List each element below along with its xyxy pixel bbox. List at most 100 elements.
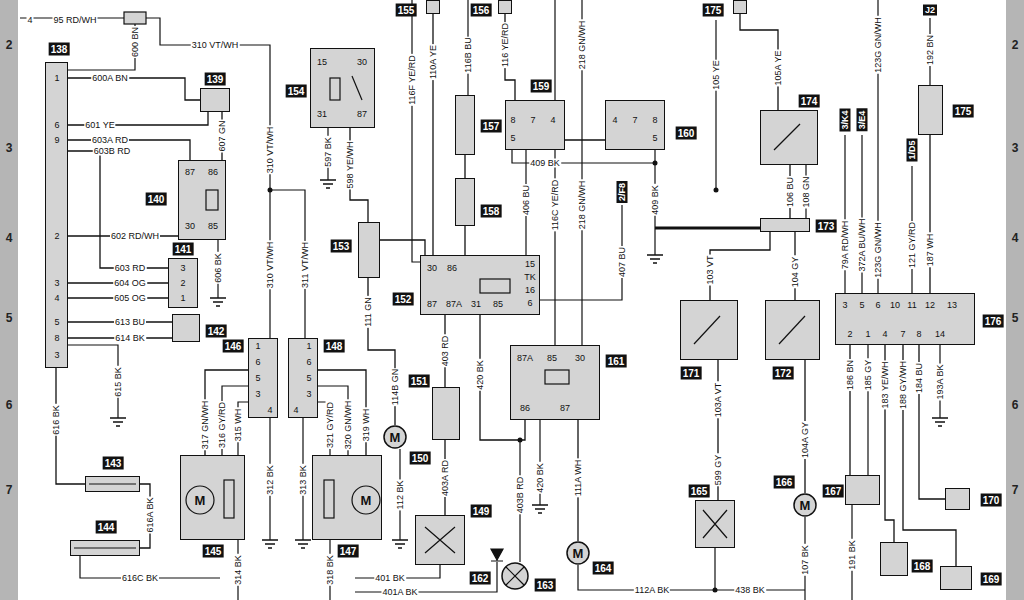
wire-connector [565,139,605,140]
wire-label: 616C BK [121,574,159,583]
wire-label: 315 WH [234,408,243,443]
wire-label: 310 VT/WH [191,41,240,50]
pin-number: 5 [305,374,312,383]
wire-label: 603B RD [93,147,132,156]
component-number: 159 [531,80,552,93]
wire-label: 601 YE [84,121,115,130]
component-box: 158 [455,178,475,226]
component-box: 155 [426,0,440,14]
component-symbol [918,85,943,135]
pin-number: 4 [611,116,618,125]
wire-label: 597 BK [324,136,333,168]
wire-label: 110A YE [429,44,438,80]
pin-number: 7 [899,330,906,339]
component-box: 156 [498,0,512,14]
pin-number: 6 [254,358,261,367]
component-number: 176 [983,315,1004,328]
wire-connector [903,345,956,566]
component-box: 173 [760,218,810,232]
grid-number: 4 [1011,232,1020,244]
pin-number: 8 [915,330,922,339]
motor-letter: M [799,499,812,512]
component-symbol [178,160,226,240]
pin-number: TK [523,273,537,282]
reference-tag: 3/K4 [840,108,851,131]
pin-number: 10 [889,301,901,310]
pin-number: 87A [516,354,534,363]
wire-label: 107 BK [801,544,810,576]
wire-label: 603A RD [91,136,129,145]
component-number: 161 [606,355,627,368]
wire [238,540,330,600]
pin-number: 30 [356,58,368,67]
wire-label: 316 GY/RD [218,401,227,449]
wire-label: 4 [26,16,33,25]
component-number: 172 [773,367,794,380]
junction-dot [268,188,273,193]
wire-label: 112A BK [634,586,670,595]
wire-label: 321 GY/RD [326,401,335,449]
grid-number: 7 [5,484,14,496]
component-symbol [501,562,529,590]
component-box: 144 [70,540,140,556]
wire-label: 407 BU [618,246,627,278]
pin-number: 16 [524,286,536,295]
pin-number: 15 [316,58,328,67]
pin-number: 1 [254,342,261,351]
wire-connector [318,370,366,455]
component-symbol [490,548,504,562]
wire-label: 186 BN [846,359,855,391]
pin-number: 1 [864,330,871,339]
pin-number: 4 [292,406,299,415]
component-symbol [765,300,820,360]
wire [715,20,716,190]
component-box: 145 [180,455,245,540]
pin-number: 15 [524,260,536,269]
component-symbol [760,110,818,165]
grid-number: 7 [1011,484,1020,496]
component-number: 165 [689,485,710,498]
pin-number: 3 [305,390,312,399]
reference-tag: 2/F8 [617,181,628,203]
component-box: 147 [312,455,382,540]
pin-number: 3 [254,390,261,399]
wire-label: 183 YE/WH [881,361,890,410]
wire-connector [464,226,465,255]
component-number: 166 [774,476,795,489]
component-box: 159 [505,100,565,150]
pin-number: 3 [53,279,60,288]
grid-number: 2 [1011,39,1020,51]
pin-number: 3 [53,351,60,360]
component-symbol [498,0,512,14]
component-number: 158 [481,205,502,218]
component-number: 173 [816,220,837,233]
component-box: 170 [945,488,970,510]
pin-number: 86 [446,264,458,273]
wire [355,562,497,592]
component-number: 175 [953,105,974,118]
component-number: 153 [331,240,352,253]
component-number: 154 [286,85,307,98]
component-box: 157 [455,95,475,155]
pin-number: 85 [546,354,558,363]
pin-number: 87 [559,404,571,413]
component-symbol [180,455,245,540]
wire-label: 319 WH [362,408,371,443]
grid-number: 3 [1011,142,1020,154]
wire-label: 314 BK [234,554,243,586]
wire-label: 420 BK [476,359,485,391]
wire-label: 104 GY [791,256,800,289]
component-number: 148 [324,340,345,353]
wire-connector [205,370,248,455]
pin-number: 6 [305,358,312,367]
ground-bar [655,227,760,230]
wire [845,18,930,293]
wire-label: 112 BK [396,480,405,511]
wire-label: 616 BK [52,404,61,436]
wire-label: 438 BK [734,586,766,595]
pin-number: 9 [53,136,60,145]
grid-strip [0,0,18,600]
wire-label: 123G GN/WH [874,221,883,279]
pin-number: 85 [207,222,219,231]
component-box: 171 [680,300,738,360]
